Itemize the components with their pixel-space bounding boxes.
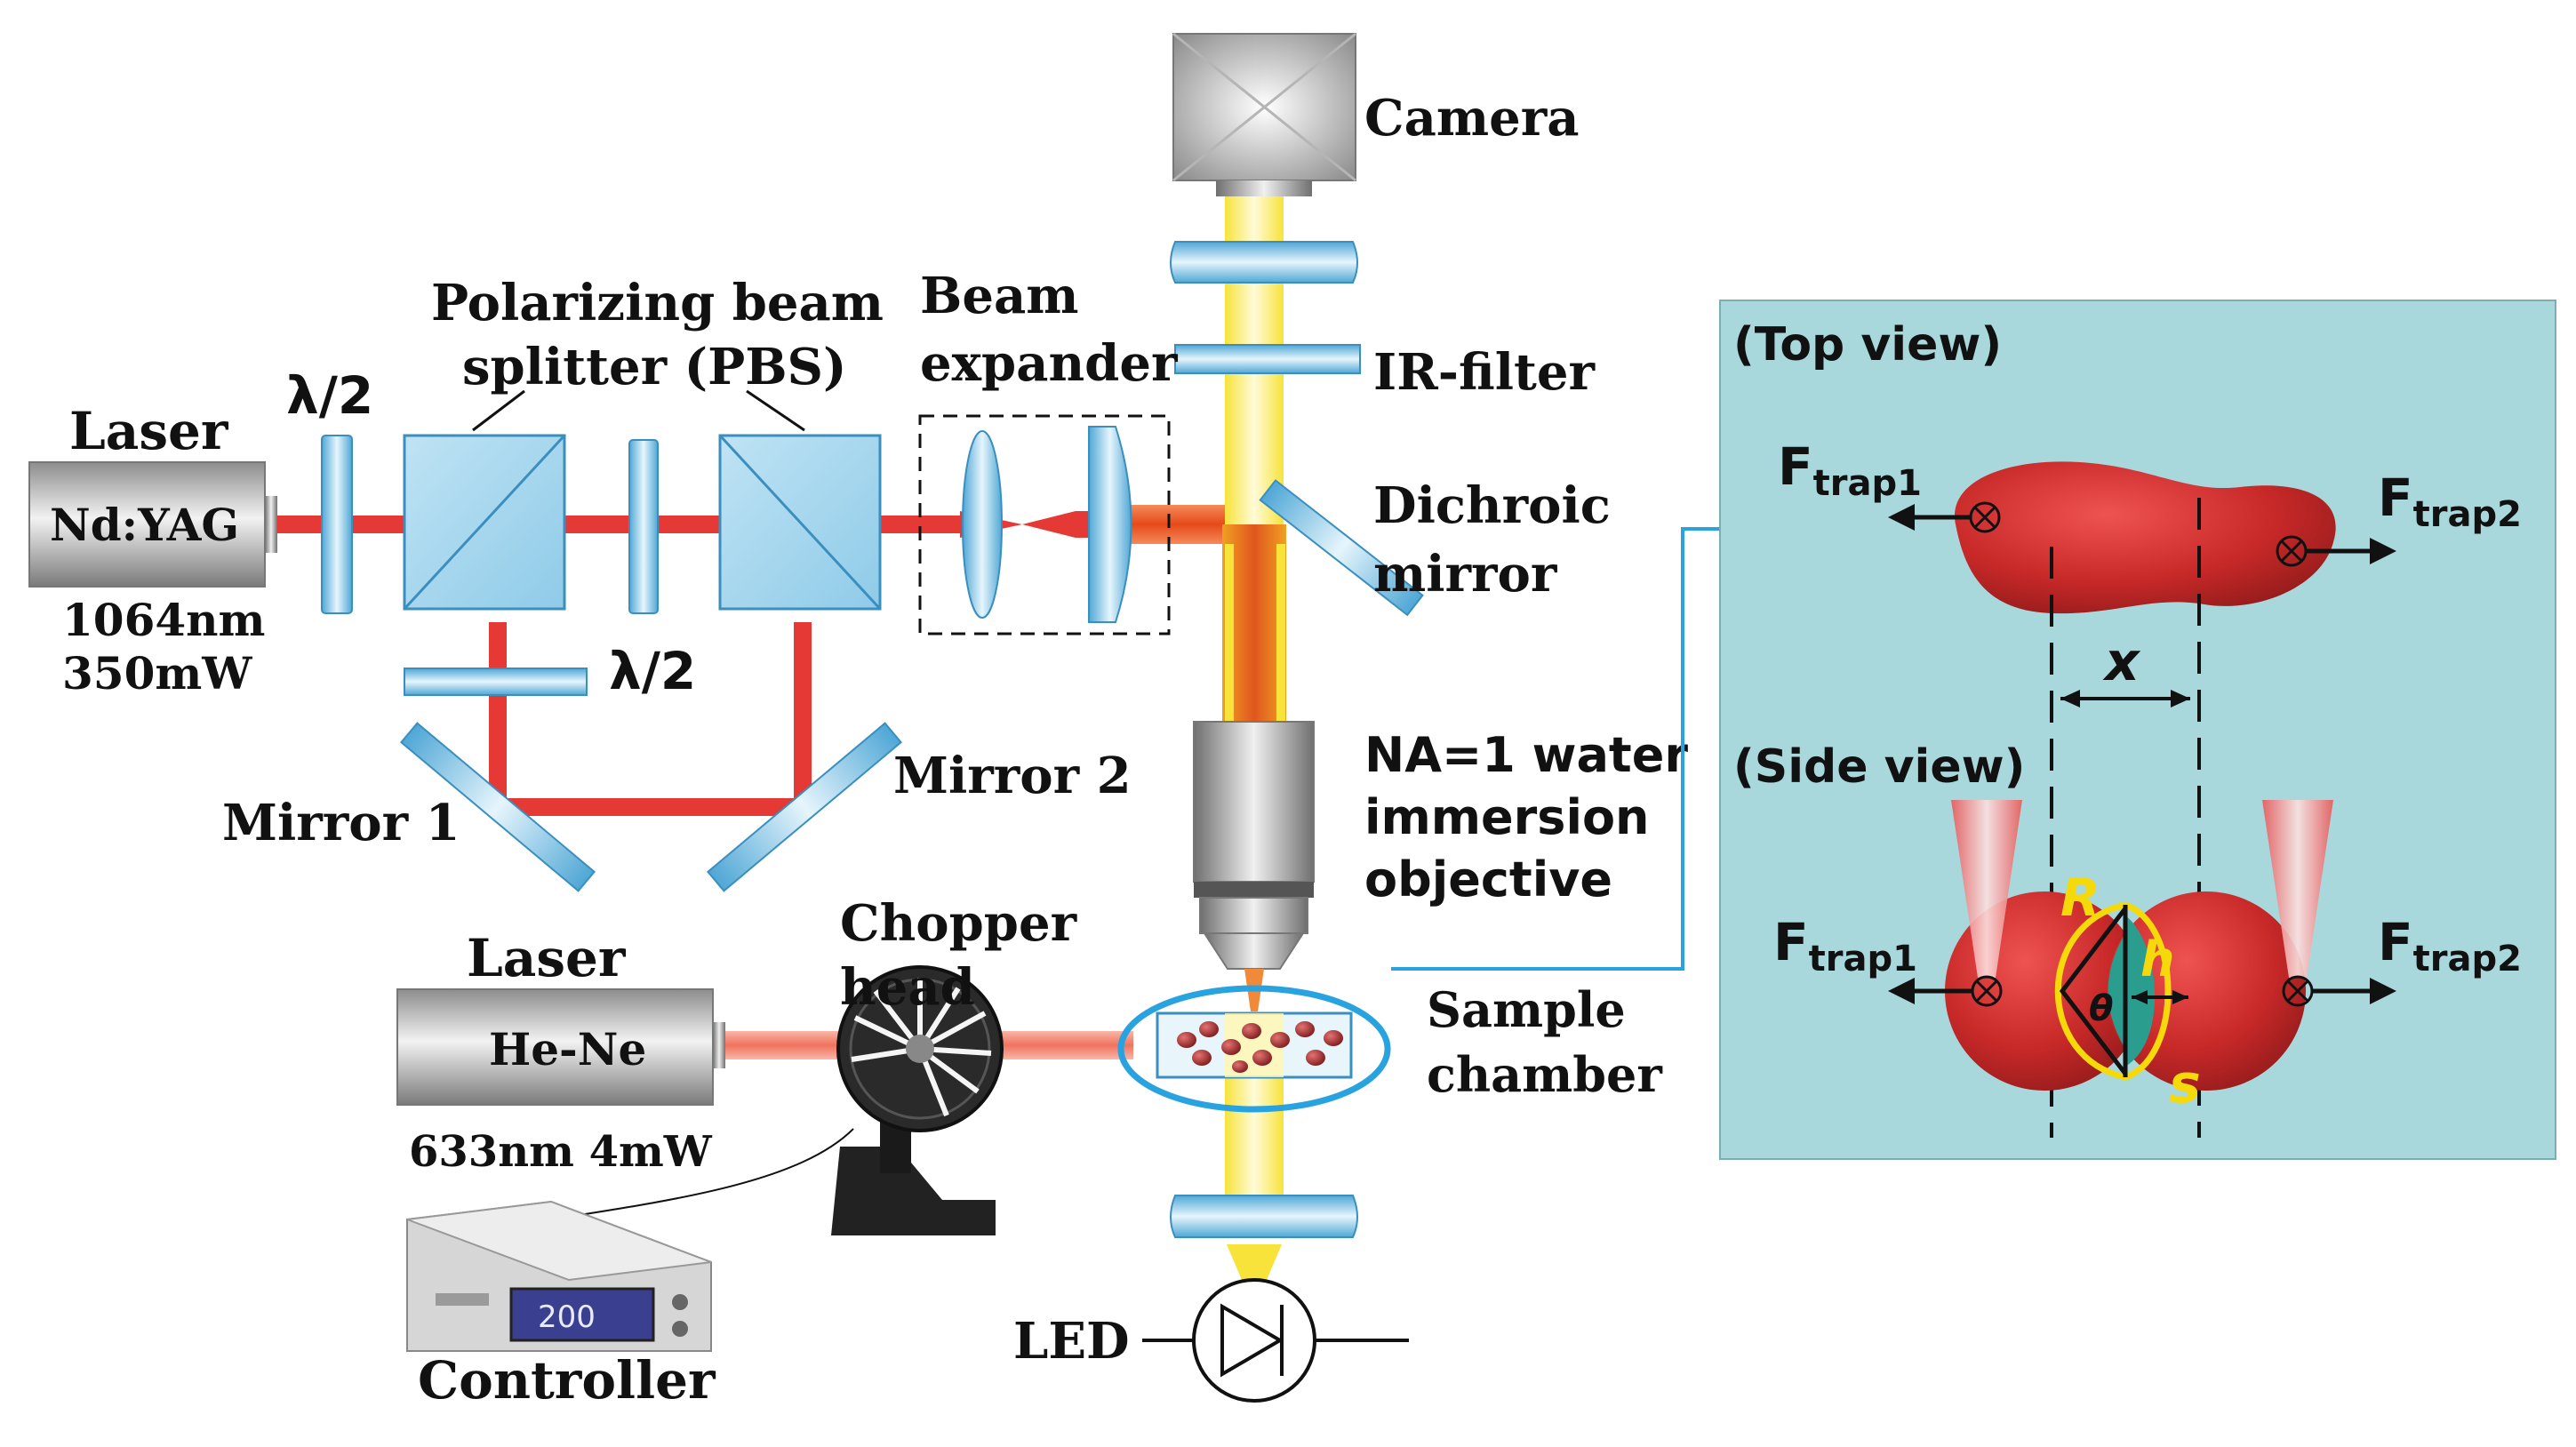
trap2-marker-top	[2276, 535, 2308, 567]
objective-label-line3: objective	[1364, 851, 1612, 907]
radius-lines	[2059, 907, 2127, 1075]
chopper-cable	[550, 1128, 854, 1220]
laser-beam-branch-bottom	[489, 798, 812, 816]
side-view-label: (Side view)	[1733, 740, 2025, 794]
pbs-diagonal-2	[718, 434, 882, 611]
s-label: s	[2169, 1053, 2201, 1115]
expander-lens-1	[962, 430, 1003, 619]
ir-filter	[1174, 344, 1361, 374]
h-label: h	[2140, 931, 2174, 987]
laser-top-label: Laser	[69, 401, 229, 461]
imaging-light-left-edge	[1225, 544, 1234, 722]
mirror-1	[400, 722, 596, 892]
hene-laser-icon	[396, 988, 714, 1106]
f-trap2-top-label: Ftrap2	[2378, 468, 2522, 535]
half-wave-label-2: λ/2	[609, 641, 696, 701]
dichroic-label-line1: Dichroic	[1373, 476, 1611, 535]
sample-beads	[1177, 1021, 1343, 1073]
led-light-cone	[1227, 1244, 1282, 1280]
expander-lens-2	[1088, 426, 1132, 623]
led-circle	[1192, 1278, 1316, 1403]
ndyag-label: Nd:YAG	[50, 499, 239, 551]
trap2-cross-top	[2280, 540, 2303, 563]
objective-label-line2: immersion	[1364, 789, 1650, 845]
camera-label: Camera	[1364, 89, 1580, 148]
objective-ring	[1194, 882, 1314, 898]
sample-chamber-highlight	[1117, 985, 1391, 1113]
ndyag-laser-icon	[28, 461, 266, 588]
pbs-pointer-1	[472, 389, 525, 432]
sample-label-line1: Sample	[1427, 981, 1626, 1038]
f-trap1-top-label: Ftrap1	[1778, 436, 1922, 504]
theta-label: θ	[2089, 988, 2113, 1029]
pbs-pointer-2	[746, 389, 805, 432]
objective-label-line1: NA=1 water	[1364, 727, 1688, 783]
pbs-label-line2: splitter (PBS)	[462, 338, 846, 396]
trap-cone-right	[2262, 800, 2333, 978]
tube-lens	[1170, 241, 1358, 284]
half-wave-plate-2	[628, 439, 659, 614]
beam-expander-box	[918, 414, 1171, 636]
beam-expander-label-line1: Beam	[920, 267, 1079, 325]
dichroic-label-line2: mirror	[1373, 545, 1558, 604]
ndyag-power: 350mW	[62, 647, 252, 700]
half-wave-plate-3	[404, 668, 588, 696]
chopper-label-line2: head	[840, 958, 975, 1017]
chopper-label-line1: Chopper	[840, 894, 1078, 953]
laser-bottom-label: Laser	[467, 928, 627, 988]
sample-label-line2: chamber	[1427, 1046, 1662, 1103]
controller-label: Controller	[418, 1350, 716, 1411]
laser-beam-branch-right	[794, 622, 812, 813]
trap2-marker-side	[2282, 975, 2314, 1007]
camera-mount	[1216, 180, 1312, 196]
imaging-light-right-edge	[1276, 544, 1285, 722]
mirror-2	[707, 722, 902, 892]
r-label: R	[2060, 867, 2100, 928]
pbs-diagonal-1	[403, 434, 566, 611]
ir-filter-label: IR-filter	[1373, 343, 1596, 402]
ndyag-laser-aperture	[265, 496, 277, 553]
condenser-lens	[1170, 1195, 1358, 1238]
trap1-cross-top	[1973, 506, 1996, 529]
x-label: x	[2102, 631, 2141, 693]
trap1-marker-side	[1971, 975, 2003, 1007]
trap-cone-left	[1951, 800, 2022, 978]
trap2-cross-side	[2286, 979, 2309, 1003]
half-wave-label-1: λ/2	[286, 365, 373, 426]
imaging-light-lower	[1225, 1075, 1284, 1195]
f-trap1-side-label: Ftrap1	[1773, 912, 1917, 979]
objective-collar	[1199, 897, 1308, 934]
dichroic-mirror	[1259, 479, 1424, 617]
mirror2-label: Mirror 2	[893, 747, 1132, 805]
trap1-cross-side	[1975, 979, 1998, 1003]
hene-spec: 633nm 4mW	[409, 1127, 713, 1177]
h-dimension-arrowheads	[2132, 990, 2188, 1004]
trap1-marker-top	[1969, 501, 2001, 533]
led-label: LED	[1013, 1312, 1130, 1371]
mirror1-label: Mirror 1	[222, 794, 460, 852]
hene-laser-aperture	[713, 1022, 725, 1068]
hene-label: He-Ne	[489, 1023, 646, 1075]
beam-expander-label-line2: expander	[920, 334, 1179, 393]
top-view-label: (Top view)	[1733, 318, 2002, 372]
objective-tip	[1203, 932, 1305, 970]
led-triangle	[1220, 1303, 1284, 1378]
half-wave-plate-1	[321, 435, 353, 614]
f-trap2-side-label: Ftrap2	[2378, 912, 2522, 979]
ndyag-wavelength: 1064nm	[62, 594, 265, 646]
chopper-head-icon	[831, 965, 1004, 1235]
camera-facets	[1172, 32, 1356, 182]
controller-icon	[406, 1200, 712, 1352]
pbs-label-line1: Polarizing beam	[431, 274, 884, 332]
objective-body	[1193, 721, 1315, 883]
controller-display-value: 200	[538, 1299, 596, 1335]
